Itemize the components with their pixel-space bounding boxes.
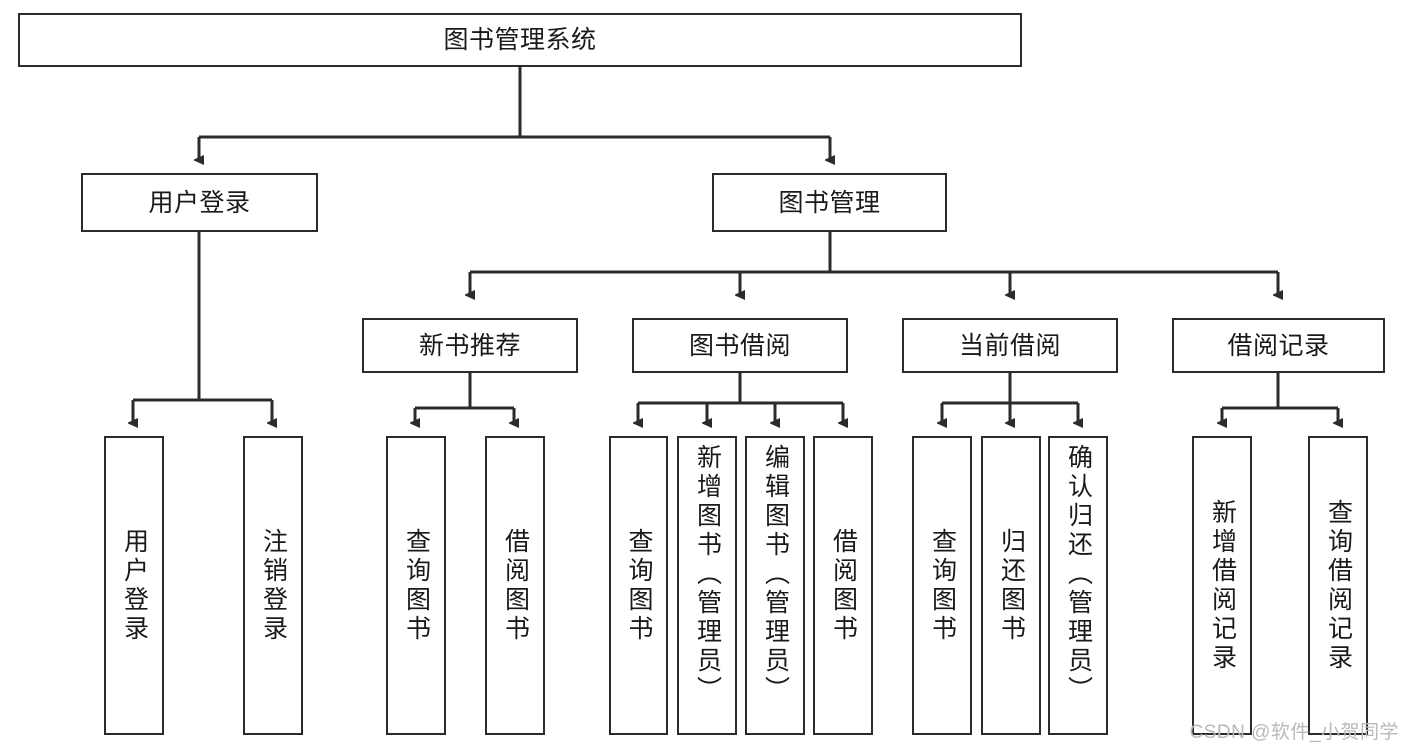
node-leaf-user-login-label: 用户登录: [120, 527, 149, 644]
node-leaf-return-book-label: 归还图书: [997, 527, 1026, 644]
node-leaf-add-book-label: 新增图书（管理员）: [693, 444, 722, 705]
node-leaf-confirm-return-label: 确认归还（管理员）: [1064, 444, 1093, 705]
node-leaf-edit-book[interactable]: 编辑图书（管理员）: [745, 436, 805, 735]
node-leaf-query-book-1-label: 查询图书: [402, 527, 431, 644]
node-root[interactable]: 图书管理系统: [18, 13, 1022, 67]
node-leaf-query-book-2[interactable]: 查询图书: [609, 436, 668, 735]
node-leaf-query-book-3-label: 查询图书: [928, 527, 957, 644]
node-leaf-query-book-1[interactable]: 查询图书: [386, 436, 446, 735]
csdn-watermark: CSDN @软件_小贺同学: [1189, 722, 1399, 743]
node-leaf-query-record[interactable]: 查询借阅记录: [1308, 436, 1368, 735]
node-leaf-query-book-2-label: 查询图书: [625, 527, 653, 644]
node-root-label: 图书管理系统: [443, 26, 597, 54]
node-leaf-query-record-label: 查询借阅记录: [1324, 498, 1353, 673]
node-leaf-add-record[interactable]: 新增借阅记录: [1192, 436, 1252, 735]
node-user-login[interactable]: 用户登录: [81, 173, 318, 232]
node-book-management[interactable]: 图书管理: [712, 173, 947, 232]
node-leaf-logout-login[interactable]: 注销登录: [243, 436, 303, 735]
node-leaf-borrow-book-2-label: 借阅图书: [829, 527, 858, 644]
node-borrow-record[interactable]: 借阅记录: [1172, 318, 1385, 373]
node-leaf-borrow-book-1[interactable]: 借阅图书: [485, 436, 545, 735]
node-borrow-record-label: 借阅记录: [1227, 331, 1330, 360]
node-new-book-recommend-label: 新书推荐: [418, 331, 521, 360]
node-user-login-label: 用户登录: [148, 188, 251, 217]
node-book-borrow[interactable]: 图书借阅: [632, 318, 848, 373]
node-leaf-logout-login-label: 注销登录: [259, 527, 288, 644]
node-leaf-return-book[interactable]: 归还图书: [981, 436, 1041, 735]
node-current-borrow[interactable]: 当前借阅: [902, 318, 1118, 373]
node-leaf-add-record-label: 新增借阅记录: [1208, 498, 1237, 673]
node-new-book-recommend[interactable]: 新书推荐: [362, 318, 578, 373]
node-leaf-add-book[interactable]: 新增图书（管理员）: [677, 436, 737, 735]
node-leaf-borrow-book-1-label: 借阅图书: [501, 527, 530, 644]
node-leaf-confirm-return[interactable]: 确认归还（管理员）: [1048, 436, 1108, 735]
node-leaf-user-login[interactable]: 用户登录: [104, 436, 164, 735]
node-current-borrow-label: 当前借阅: [958, 331, 1061, 360]
node-leaf-query-book-3[interactable]: 查询图书: [912, 436, 972, 735]
node-leaf-borrow-book-2[interactable]: 借阅图书: [813, 436, 873, 735]
node-book-borrow-label: 图书借阅: [688, 331, 791, 360]
node-leaf-edit-book-label: 编辑图书（管理员）: [761, 444, 790, 705]
node-book-management-label: 图书管理: [778, 188, 881, 217]
